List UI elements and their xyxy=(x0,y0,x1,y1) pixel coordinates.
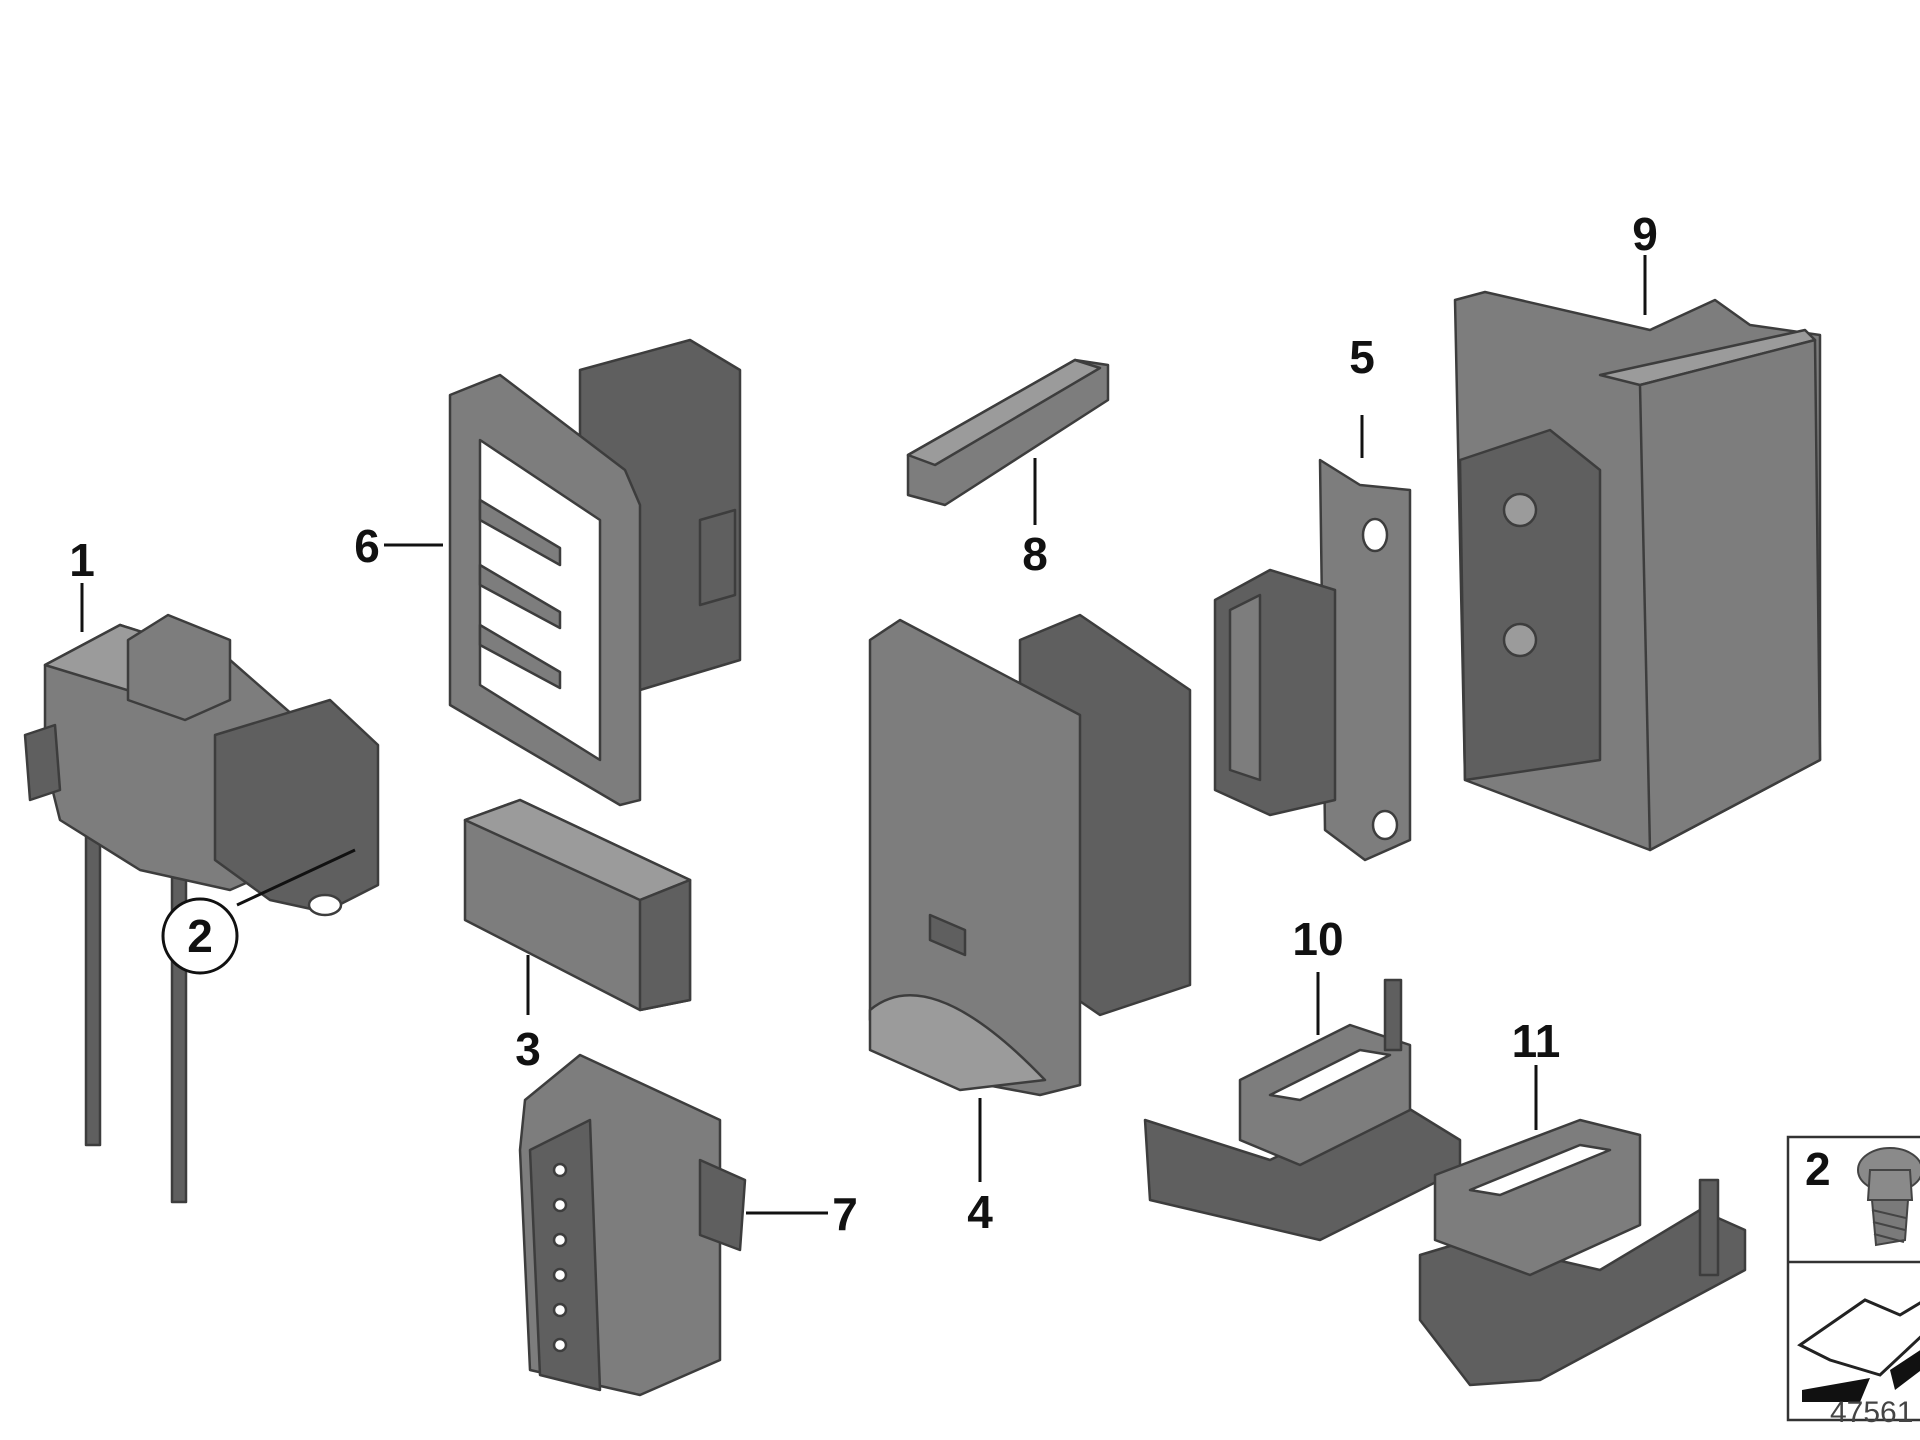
screw-icon xyxy=(1857,1147,1920,1247)
installation-arrow-icon xyxy=(1797,1298,1920,1402)
part-7-plug xyxy=(518,1053,747,1397)
callout-11: 11 xyxy=(1512,1015,1561,1067)
part-10-clip xyxy=(1143,978,1462,1242)
part-6-frame xyxy=(448,338,742,807)
reference-number: 47561 xyxy=(1830,1396,1913,1429)
callout-5: 5 xyxy=(1349,331,1375,383)
callouts: 1 2 3 4 5 6 7 8 9 10 11 xyxy=(69,208,1658,1240)
part-9-housing xyxy=(1453,290,1822,852)
callout-9: 9 xyxy=(1632,208,1658,260)
part-3-block xyxy=(463,798,692,1012)
callout-1: 1 xyxy=(69,534,95,586)
callout-8: 8 xyxy=(1022,528,1048,580)
legend-box: 2 xyxy=(1786,1135,1920,1422)
callout-2-circle xyxy=(161,897,239,975)
leader-lines xyxy=(80,255,1647,1215)
callout-7: 7 xyxy=(832,1188,858,1240)
callout-4: 4 xyxy=(967,1186,993,1238)
callout-10: 10 xyxy=(1292,913,1343,965)
legend-number: 2 xyxy=(1805,1143,1831,1195)
callout-2: 2 xyxy=(187,910,213,962)
part-8-rail xyxy=(906,358,1110,507)
part-4-socket xyxy=(868,613,1192,1097)
callout-6: 6 xyxy=(354,520,380,572)
part-11-clip xyxy=(1418,1118,1747,1387)
callout-3: 3 xyxy=(515,1023,541,1075)
part-5-bracket xyxy=(1213,458,1412,862)
